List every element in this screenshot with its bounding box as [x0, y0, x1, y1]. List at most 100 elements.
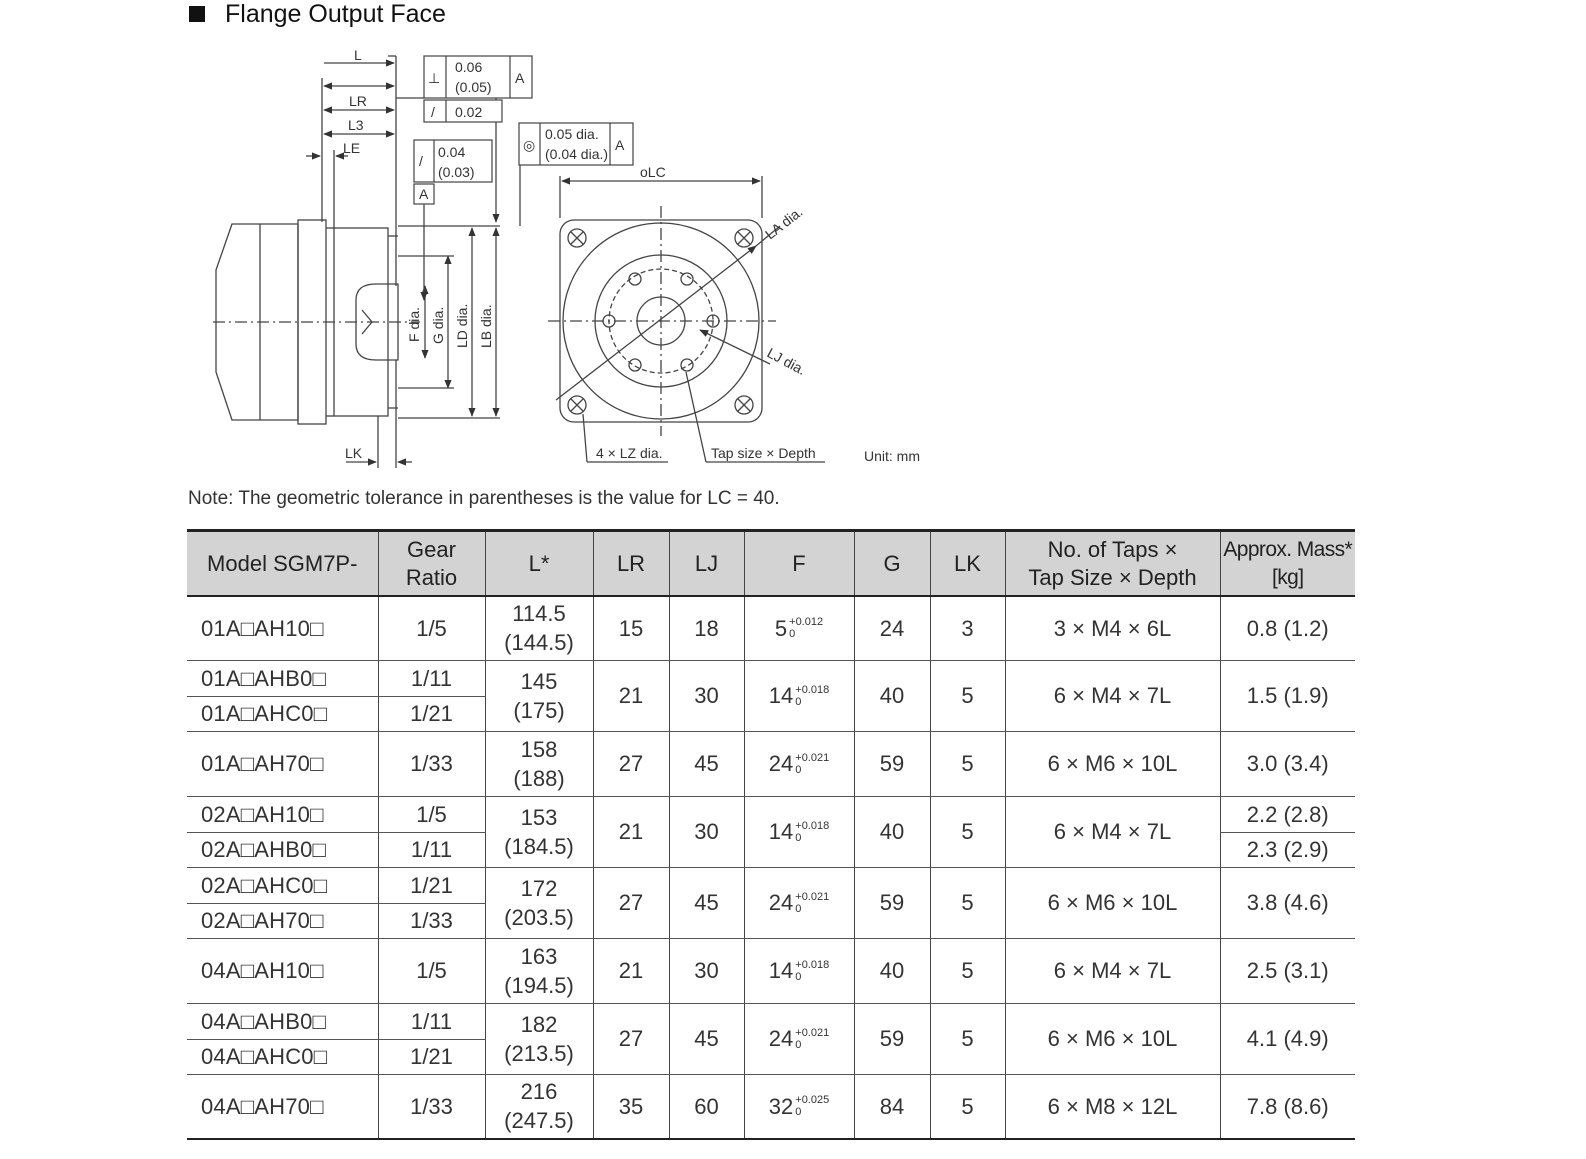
cell-mass: 3.8 (4.6): [1219, 867, 1355, 939]
cell-f-upper: +0.012: [789, 616, 824, 629]
flange-drawing: ⊥ 0.06 (0.05) A / 0.02 / 0.04 (0.03) A ◎…: [213, 47, 920, 468]
cell-f-lower: 0: [789, 628, 796, 641]
cell-g: 84: [853, 1074, 930, 1140]
cell-g: 40: [853, 796, 930, 868]
cell-gear-ratio: 1/33: [377, 731, 485, 797]
cell-gear-ratio: 1/5: [377, 796, 485, 833]
cell-f-upper: +0.018: [795, 819, 830, 832]
cell-f-upper: +0.018: [795, 683, 830, 696]
header-lr: LR: [592, 529, 669, 597]
cell-lj: 60: [668, 1074, 744, 1140]
cell-model: 01A□AH70□: [187, 731, 378, 797]
header-l: L*: [484, 529, 593, 597]
dim-lk: LK: [345, 445, 363, 461]
cell-f-lower: 0: [795, 831, 802, 844]
cell-f-lower: 0: [795, 695, 802, 708]
cell-l-value: 153: [520, 804, 558, 830]
cell-gear-ratio: 1/11: [377, 660, 485, 697]
cell-lr: 27: [592, 1003, 669, 1075]
cell-mass: 2.5 (3.1): [1219, 938, 1355, 1004]
cell-l-value: 172: [520, 875, 558, 901]
cell-lk: 5: [929, 796, 1005, 868]
cell-l: 158(188): [484, 731, 593, 797]
cell-model: 02A□AHC0□: [187, 867, 378, 904]
cell-lj: 45: [668, 731, 744, 797]
cell-lj: 30: [668, 660, 744, 732]
cell-lk: 5: [929, 938, 1005, 1004]
tol-perp-alt: (0.05): [455, 79, 492, 95]
dim-lc: oLC: [640, 164, 666, 180]
cell-gear-ratio: 1/21: [377, 1039, 485, 1075]
cell-taps: 3 × M4 × 6L: [1004, 596, 1220, 661]
cell-l-value: 163: [520, 943, 558, 969]
cell-l-alt: (175): [513, 697, 565, 723]
dim-f: F dia.: [406, 307, 422, 342]
cell-lk: 5: [929, 1003, 1005, 1075]
cell-model: 02A□AH10□: [187, 796, 378, 833]
dim-lb: LB dia.: [478, 304, 494, 348]
cell-f-nominal: 24: [768, 751, 794, 776]
cell-f-lower: 0: [795, 1106, 802, 1119]
cell-f-upper: +0.018: [795, 958, 830, 971]
cell-l: 172 (203.5): [484, 867, 593, 939]
cell-gear-ratio: 1/11: [377, 832, 485, 868]
cell-l-value: 182: [520, 1011, 558, 1037]
cell-gear-ratio: 1/33: [377, 903, 485, 939]
cell-model: 04A□AHB0□: [187, 1003, 378, 1040]
cell-gear-ratio: 1/5: [377, 938, 485, 1004]
cell-gear-ratio: 1/5: [377, 596, 485, 661]
cell-lk: 3: [929, 596, 1005, 661]
cell-l-value: 158: [520, 736, 558, 762]
svg-text:◎: ◎: [523, 137, 535, 153]
cell-g: 59: [853, 1003, 930, 1075]
cell-l-value: 216: [520, 1079, 558, 1105]
cell-l: 145(175): [484, 660, 593, 732]
cell-l-alt: (144.5): [504, 630, 574, 656]
cell-f-upper: +0.021: [795, 1026, 830, 1039]
cell-lr: 27: [592, 867, 669, 939]
cell-f-upper: +0.021: [795, 751, 830, 764]
cell-model: 04A□AHC0□: [187, 1039, 378, 1075]
mounting-holes: [567, 228, 754, 415]
tol-conc-datum: A: [615, 137, 625, 153]
cell-g: 24: [853, 596, 930, 661]
cell-lk: 5: [929, 731, 1005, 797]
dim-lz: 4 × LZ dia.: [596, 445, 663, 461]
cell-f-lower: 0: [795, 763, 802, 776]
tol-runout-value: 0.02: [455, 104, 482, 120]
cell-model: 02A□AH70□: [187, 903, 378, 939]
svg-text:⊥: ⊥: [428, 70, 440, 86]
cell-lj: 45: [668, 867, 744, 939]
table-row: 04A□AHC0□1/21: [187, 1039, 1355, 1075]
cell-taps: 6 × M4 × 7L: [1004, 938, 1220, 1004]
tol-runout2-value: 0.04: [438, 144, 465, 160]
table-row: 01A□AHC0□1/21: [187, 696, 1355, 732]
cell-lr: 35: [592, 1074, 669, 1140]
cell-mass: 0.8 (1.2): [1219, 596, 1355, 661]
cell-l-alt: (247.5): [504, 1108, 574, 1134]
cell-lr: 27: [592, 731, 669, 797]
cell-l-alt: (203.5): [504, 904, 574, 930]
cell-gear-ratio: 1/21: [377, 696, 485, 732]
header-lk: LK: [929, 529, 1005, 597]
dim-ld: LD dia.: [454, 304, 470, 348]
cell-l-alt: (194.5): [504, 972, 574, 998]
cell-l: 216 (247.5): [484, 1074, 593, 1140]
header-lj: LJ: [668, 529, 744, 597]
dim-l3: L3: [348, 117, 364, 133]
cell-f-nominal: 32: [768, 1093, 794, 1119]
cell-mass: 2.2 (2.8): [1219, 796, 1355, 833]
